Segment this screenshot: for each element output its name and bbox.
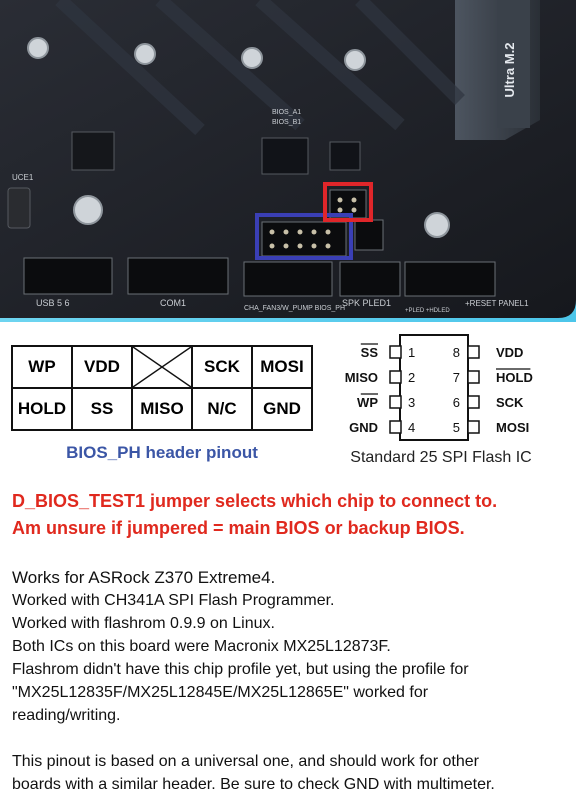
chip-pin-number: 1 xyxy=(408,345,415,360)
led-row-label: +PLED +HDLED xyxy=(405,308,450,314)
pin-cell-wp: WP xyxy=(11,345,73,389)
chip-pin-label-gnd: GND xyxy=(349,420,378,435)
chip-pin-label-vdd: VDD xyxy=(496,345,523,360)
bios-b-label: BIOS_B1 xyxy=(272,119,301,126)
chip-pin-label-miso: MISO xyxy=(345,370,378,385)
chip-pin-6 xyxy=(467,395,480,409)
chip-pin-7 xyxy=(467,370,480,384)
header-pins xyxy=(269,197,357,249)
chip-pin-2 xyxy=(389,370,402,384)
pin-cell-gnd: GND xyxy=(251,387,313,431)
chip-pin-label-hold: HOLD xyxy=(496,370,533,385)
chip-pin-5 xyxy=(467,420,480,434)
usb-label: USB 5 6 xyxy=(36,298,70,308)
jumper-note-line-1: D_BIOS_TEST1 jumper selects which chip t… xyxy=(12,491,498,511)
chip-pin-3 xyxy=(389,395,402,409)
svg-text:Ultra M.2: Ultra M.2 xyxy=(502,43,517,98)
fan-row-label: CHA_FAN3/W_PUMP BIOS_PH xyxy=(244,305,345,312)
jumper-highlight xyxy=(323,182,373,222)
spk-pled-label: SPK PLED1 xyxy=(342,298,391,308)
note-line: "MX25L12835F/MX25L12845E/MX25L12865E" wo… xyxy=(12,684,429,701)
pinout-row-top: WP VDD SCK MOSI xyxy=(11,345,313,389)
compatibility-notes: Works for ASRock Z370 Extreme4. Worked w… xyxy=(12,566,572,795)
bios-a-label: BIOS_A1 xyxy=(272,109,301,116)
chip-pin-label-wp: WP xyxy=(357,395,378,410)
note-line: reading/writing. xyxy=(12,707,121,724)
pin-cell-sck: SCK xyxy=(191,345,253,389)
pin-cell-miso: MISO xyxy=(131,387,193,431)
note-line: This pinout is based on a universal one,… xyxy=(12,753,479,770)
x-mark-icon xyxy=(133,347,191,387)
pcb-traces xyxy=(55,0,465,136)
jumper-note-line-2: Am unsure if jumpered = main BIOS or bac… xyxy=(12,518,465,538)
note-line: Worked with CH341A SPI Flash Programmer. xyxy=(12,592,335,609)
chip-pin-number: 6 xyxy=(453,395,460,410)
motherboard-photo: Ultra M.2 xyxy=(0,0,576,322)
spi-flash-chip-diagram: 1 SS 2 MISO 3 WP 4 GND 8 VDD 7 HOLD 6 SCK 5 MOSI xyxy=(345,334,533,441)
pin-headers xyxy=(23,189,496,297)
chip-pin-number: 3 xyxy=(408,395,415,410)
bios-ph-header-pinout-table: WP VDD SCK MOSI HOLD SS MISO N/C GND xyxy=(11,345,313,431)
pinout-row-bottom: HOLD SS MISO N/C GND xyxy=(11,387,313,431)
pin-cell-hold: HOLD xyxy=(11,387,73,431)
com-label: COM1 xyxy=(160,298,186,308)
note-line: Works for ASRock Z370 Extreme4. xyxy=(12,568,276,587)
pin-cell-mosi: MOSI xyxy=(251,345,313,389)
bios-ph-header-highlight xyxy=(255,213,353,260)
pin-cell-vdd: VDD xyxy=(71,345,133,389)
pin-cell-nc: N/C xyxy=(191,387,253,431)
chip-pin-8 xyxy=(467,345,480,359)
m2-heatsink: Ultra M.2 xyxy=(455,0,540,140)
pin-cell-ss: SS xyxy=(71,387,133,431)
chip-pin-number: 4 xyxy=(408,420,415,435)
chip-pin-number: 8 xyxy=(453,345,460,360)
header-pinout-caption: BIOS_PH header pinout xyxy=(66,443,258,462)
note-line: boards with a similar header. Be sure to… xyxy=(12,776,495,793)
paragraph-gap xyxy=(12,727,572,750)
uce-label: UCE1 xyxy=(12,173,34,182)
panel-label: +RESET PANEL1 xyxy=(465,299,529,308)
mounting-standoffs xyxy=(27,37,450,238)
chip-pin-number: 2 xyxy=(408,370,415,385)
chip-pin-label-sck: SCK xyxy=(496,395,524,410)
chip-pin-label-mosi: MOSI xyxy=(496,420,529,435)
bios-chips xyxy=(7,131,361,229)
chip-caption: Standard 25 SPI Flash IC xyxy=(350,449,532,466)
note-line: Both ICs on this board were Macronix MX2… xyxy=(12,638,391,655)
chip-pin-number: 5 xyxy=(453,420,460,435)
note-line: Worked with flashrom 0.9.9 on Linux. xyxy=(12,615,275,632)
chip-pin-label-ss: SS xyxy=(361,345,379,360)
chip-pin-1 xyxy=(389,345,402,359)
chip-body xyxy=(399,334,469,441)
blocked-pin-cell xyxy=(131,345,193,389)
chip-pin-number: 7 xyxy=(453,370,460,385)
chip-pin-4 xyxy=(389,420,402,434)
note-line: Flashrom didn't have this chip profile y… xyxy=(12,661,469,678)
